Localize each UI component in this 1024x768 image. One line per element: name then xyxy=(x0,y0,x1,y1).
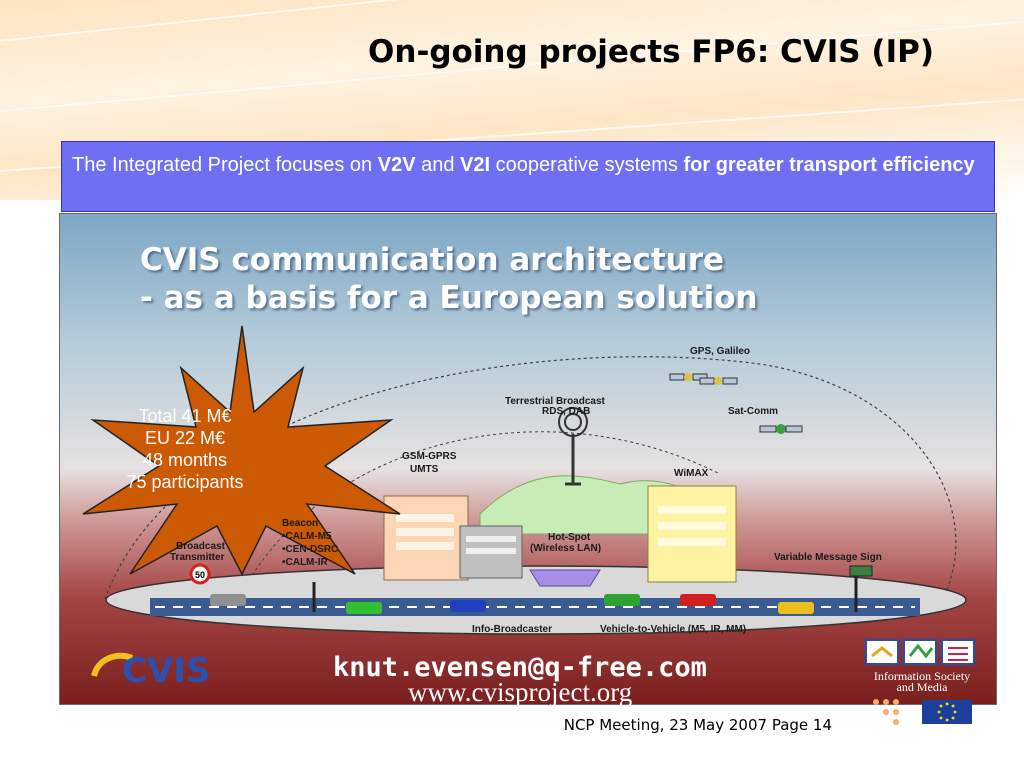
satellite-icon xyxy=(699,377,738,385)
intro-text: cooperative systems xyxy=(490,154,684,176)
vms-sign-icon xyxy=(849,565,873,577)
intro-text: and xyxy=(415,154,461,176)
funding-duration: 48 months xyxy=(142,450,228,470)
building-window xyxy=(658,506,726,514)
website-link[interactable]: www.cvisproject.org xyxy=(408,677,633,707)
label-terrestrial: Terrestrial Broadcast xyxy=(505,396,606,407)
intro-bold-v2v: V2V xyxy=(377,154,416,176)
broadcast-tower-icon xyxy=(558,407,588,486)
is-logo-mark xyxy=(948,647,968,661)
label-rds: RDS, DAB xyxy=(542,406,590,417)
intro-text: The Integrated Project focuses on xyxy=(72,154,378,176)
funding-participants: 75 participants xyxy=(126,472,244,492)
building-wimax xyxy=(647,485,737,583)
label-gps: GPS, Galileo xyxy=(690,346,750,357)
cvis-logo-swoosh xyxy=(91,652,134,677)
speed-sign-value: 50 xyxy=(195,570,205,580)
car-icon xyxy=(778,602,814,614)
funding-summary: Total 41 M€ EU 22 M€ 48 months 75 partic… xyxy=(95,405,275,493)
cvis-logo: CVIS xyxy=(91,651,210,691)
building-window xyxy=(658,522,726,530)
intro-bold-efficiency: for greater transport efficiency xyxy=(683,154,975,176)
label-gsm: GSM-GPRS xyxy=(402,451,457,462)
intro-bold-v2i: V2I xyxy=(460,154,491,176)
building-window xyxy=(396,528,454,536)
information-society-logo: Information Society and Media xyxy=(865,639,975,694)
label-beacon-item: •CALM-M5 xyxy=(282,531,332,542)
building-window xyxy=(466,536,516,542)
is-logo-text: and Media xyxy=(897,680,949,694)
figure-heading-line2: - as a basis for a European solution xyxy=(140,280,758,316)
cvis-logo-text: CVIS xyxy=(122,651,210,691)
label-umts: UMTS xyxy=(410,464,439,475)
building-gsm xyxy=(383,495,469,581)
decorative-dots xyxy=(873,699,899,725)
label-beacon-item: •CALM-IR xyxy=(282,557,328,568)
label-info-broadcaster: Info-Broadcaster xyxy=(472,624,552,635)
architecture-figure: 50 GPS, Galileo Terrestrial Broadcast RD… xyxy=(59,213,997,705)
car-icon xyxy=(210,594,246,606)
building-window xyxy=(396,514,454,522)
slide-footer: NCP Meeting, 23 May 2007 Page 14 xyxy=(563,716,832,734)
label-beacon-item: •CEN-DSRC xyxy=(282,544,338,555)
car-icon xyxy=(604,594,640,606)
architecture-diagram: 50 GPS, Galileo Terrestrial Broadcast RD… xyxy=(82,325,967,635)
label-wimax: WiMAX xyxy=(674,468,709,479)
car-icon xyxy=(680,594,716,606)
funding-total: Total 41 M€ xyxy=(138,406,232,426)
is-logo-text: Information Society xyxy=(874,669,970,683)
label-hotspot: Hot-Spot xyxy=(548,532,591,543)
label-broadcast-transmitter: Transmitter xyxy=(170,552,225,563)
label-hotspot: (Wireless LAN) xyxy=(530,543,601,554)
is-logo-tile xyxy=(903,639,937,665)
is-logo-mark xyxy=(871,646,893,658)
is-logo-mark xyxy=(908,643,934,659)
label-vms: Variable Message Sign xyxy=(774,552,882,563)
building-window xyxy=(466,548,516,554)
building-window xyxy=(396,542,454,550)
car-icon xyxy=(346,602,382,614)
is-logo-tile xyxy=(865,639,899,665)
label-broadcast-transmitter: Broadcast xyxy=(176,541,226,552)
label-satcomm: Sat-Comm xyxy=(728,406,778,417)
funding-eu: EU 22 M€ xyxy=(144,428,226,448)
satellite-icon xyxy=(759,424,803,434)
speed-sign-icon xyxy=(189,563,211,585)
building-window xyxy=(658,538,726,546)
eu-flag-icon xyxy=(922,700,972,724)
funding-starburst xyxy=(82,325,401,576)
car-icon xyxy=(450,600,486,612)
contact-email[interactable]: knut.evensen@q-free.com xyxy=(333,652,707,683)
intro-box: The Integrated Project focuses on V2V an… xyxy=(61,141,995,212)
coverage-arc xyxy=(239,431,721,597)
label-beacon: Beacon xyxy=(282,518,318,529)
coverage-dome-outline xyxy=(104,356,957,605)
hotspot-icon xyxy=(529,569,601,587)
figure-heading-line1: CVIS communication architecture xyxy=(140,242,725,278)
slide-title: On-going projects FP6: CVIS (IP) xyxy=(368,34,934,70)
label-v2v: Vehicle-to-Vehicle (M5, IR, MM) xyxy=(600,624,746,635)
